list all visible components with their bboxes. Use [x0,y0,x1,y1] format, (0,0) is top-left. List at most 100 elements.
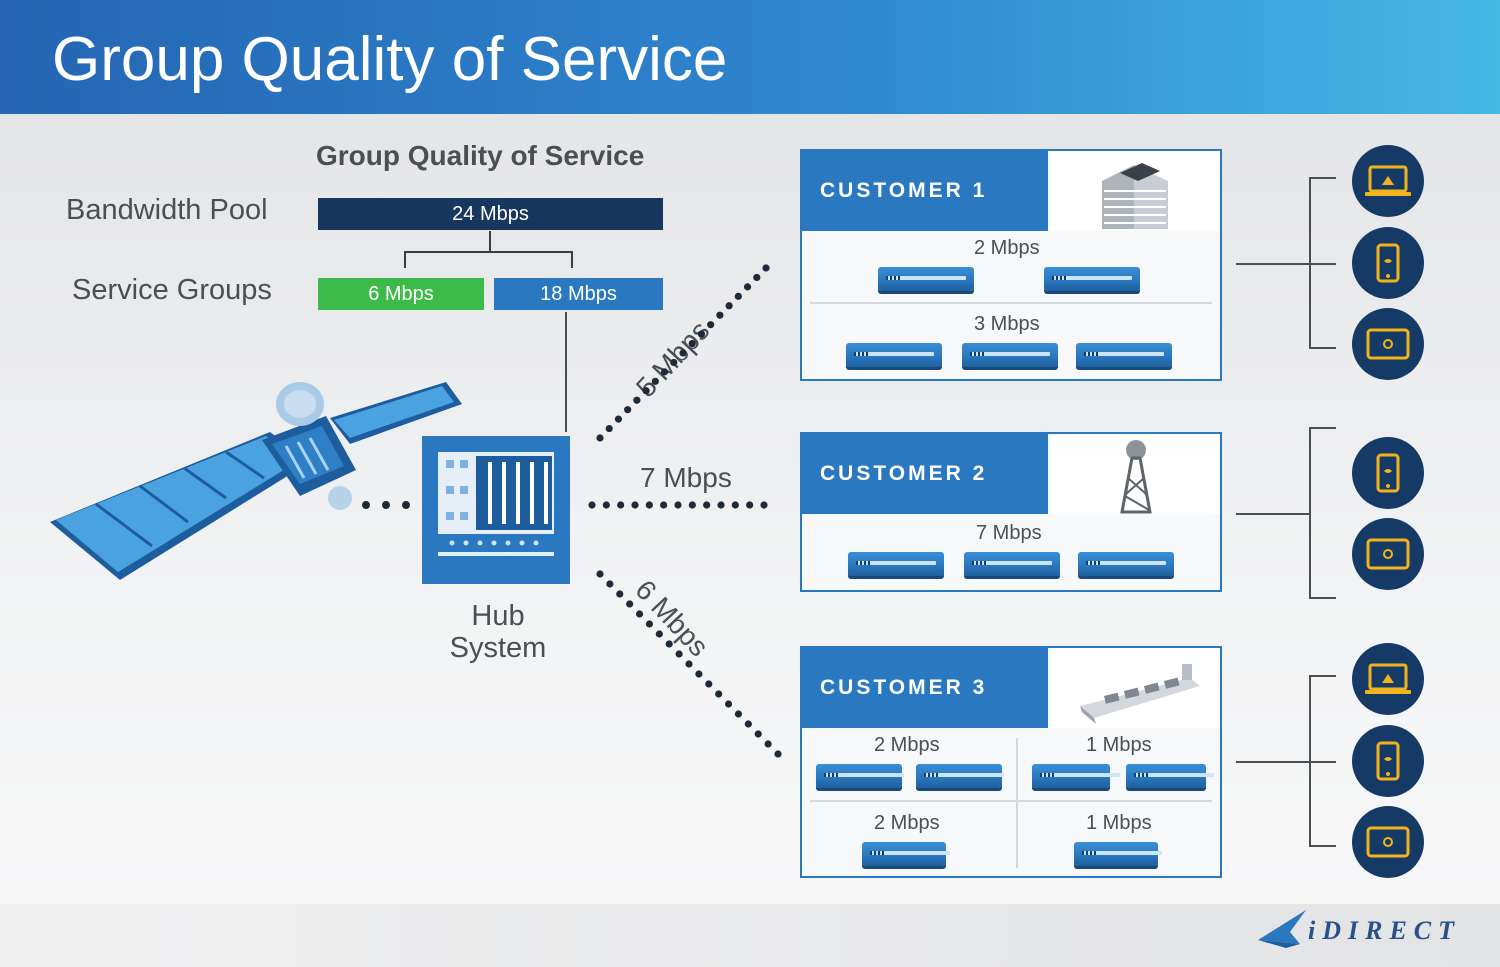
link-to-customer-3 [596,570,782,758]
link-dot [703,501,711,509]
service-group-bar-18: 18 Mbps [494,278,663,310]
link-dot [754,730,762,738]
link-dot [716,311,724,319]
link-dot [660,501,668,509]
link-dot [697,330,706,338]
link-dot [614,415,623,423]
device-brackets [1236,177,1336,847]
customer-card-1: CUSTOMER 1 2 Mbps 3 Mbps [800,149,1222,381]
pool-connector [404,231,573,268]
modem-icon [846,343,942,367]
service-groups-label: Service Groups [72,274,272,306]
modem-icon [848,552,944,576]
link-dot [688,339,696,348]
diagram-background [0,114,1500,904]
link-dot [762,264,770,272]
link-dot [734,292,742,300]
modem-icon [1076,343,1172,367]
pool-title: Group Quality of Service [316,140,645,171]
satellite-icon [50,382,462,580]
customer-card-2: CUSTOMER 2 7 Mbps [800,432,1222,592]
customer-1-header: CUSTOMER 1 [802,151,1048,231]
office-building-icon [1050,151,1220,231]
link-dot [670,358,678,367]
customer-card-3: CUSTOMER 3 2 Mbps 1 Mbps 2 Mbps 1 Mbps [800,646,1222,878]
link-dot [753,273,761,282]
link-dot [674,501,682,509]
link-dot [633,396,641,404]
link-dot [717,501,725,509]
link-dot [588,501,596,509]
link-dot [764,740,772,748]
hub-label-line2: System [449,632,547,664]
tablet-icon [1352,308,1424,380]
link-dot [605,424,613,433]
link-to-customer-1 [596,264,770,442]
customer-3-header: CUSTOMER 3 [802,648,1048,728]
link-dot [715,690,723,698]
link-dot [645,501,653,509]
row-divider [810,302,1212,304]
link-label-middle: 7 Mbps [640,462,732,493]
hub-rack-icon [422,436,570,584]
customer-2-header: CUSTOMER 2 [802,434,1048,514]
link-dot [685,660,693,668]
modem-icon [1126,764,1214,788]
modem-icon [1074,842,1162,866]
modem-icon [1032,764,1120,788]
phone-icon [1352,725,1424,797]
bandwidth-pool-bar: 24 Mbps [318,198,663,230]
modem-icon [878,267,974,291]
modem-icon [1078,552,1174,576]
bandwidth-pool-label: Bandwidth Pool [66,194,268,226]
header-banner: Group Quality of Service [0,0,1500,114]
link-dot [731,501,739,509]
link-dot [725,302,733,310]
link-dot [645,620,654,628]
link-dot [616,590,624,598]
dotted-links [362,264,782,758]
link-dot [679,349,687,357]
link-dot [651,377,659,385]
laptop-icon [1352,145,1424,217]
link-dot [596,570,604,578]
idirect-logo-icon [1258,910,1306,948]
customer-3-group-2-rate: 1 Mbps [1086,734,1152,756]
link-dot [724,700,733,708]
brand-name: iDIRECT [1308,916,1462,945]
hub-label-line1: Hub [471,600,525,632]
customer-3-group-4-rate: 1 Mbps [1086,812,1152,834]
satellite-hub-link [362,501,410,509]
modem-icon [964,552,1060,576]
link-dot [624,406,632,414]
modem-icon [962,343,1058,367]
link-dot [602,501,610,509]
link-dot [660,368,669,376]
laptop-icon [1352,643,1424,715]
modem-icon [862,842,950,866]
customer-2-group-1-rate: 7 Mbps [976,522,1042,544]
link-dot [617,501,625,509]
link-dot [675,650,683,658]
customer-1-group-1-rate: 2 Mbps [974,237,1040,259]
cell-tower-icon [1050,434,1220,514]
modem-icon [1044,267,1140,291]
link-dot [606,580,614,588]
tablet-icon [1352,806,1424,878]
link-dot [760,501,768,509]
customer-1-group-2-rate: 3 Mbps [974,313,1040,335]
service-group-bar-6: 6 Mbps [318,278,484,310]
link-to-customer-2 [588,501,768,509]
link-dot [665,640,673,648]
link-dot [631,501,639,509]
link-dot [744,720,752,728]
footer-bar [0,904,1500,967]
link-dot [774,750,782,758]
link-dot [707,321,715,329]
link-dot [596,434,604,442]
customer-3-name: CUSTOMER 3 [820,676,988,699]
row-divider [810,800,1212,802]
link-dot [635,610,644,618]
link-dot [655,630,663,638]
